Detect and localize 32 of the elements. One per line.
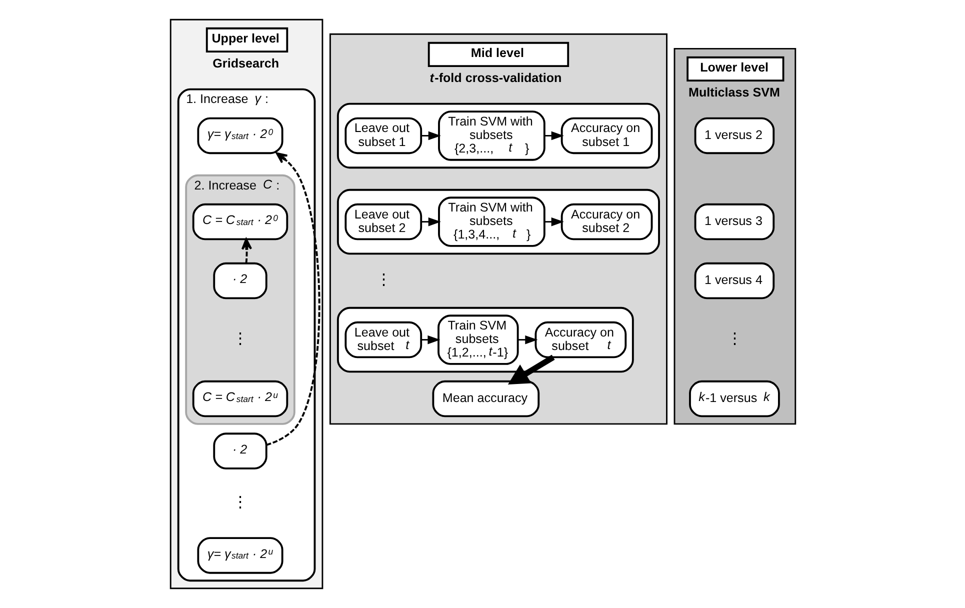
label: ⋮ [232, 330, 248, 348]
arrow [420, 217, 440, 226]
node-box: 1 versus 4 [694, 262, 774, 300]
node-box: k-1 versus k [688, 380, 780, 418]
cluster [336, 188, 660, 255]
node-box: Train SVM subsets {1,2,...,t-1} [437, 314, 518, 365]
node-box: Leave out subset t [344, 321, 422, 358]
cluster [336, 102, 660, 169]
label: ⋮ [232, 494, 248, 511]
node-box: Train SVM with subsets {1,3,4...,t} [438, 196, 545, 247]
node-box: Leave out subset 1 [344, 117, 422, 154]
arrow [420, 131, 440, 140]
node-box: 1 versus 2 [694, 117, 774, 154]
arrow [266, 152, 320, 446]
node-box: Accuracy on subset 1 [560, 117, 652, 154]
node-box: 1 versus 3 [694, 203, 774, 240]
node-box: Mean accuracy [432, 380, 540, 418]
arrow [240, 238, 252, 264]
label: ⋮ [726, 330, 742, 348]
cluster [336, 306, 634, 373]
arrow [544, 217, 564, 226]
node-box: Train SVM with subsets {2,3,...,t} [438, 110, 545, 161]
arrow [507, 354, 554, 385]
arrow [518, 335, 538, 344]
node-box: Accuracy on subset 2 [560, 203, 652, 240]
node-box: Accuracy on subset t [534, 321, 626, 358]
node-box: · 2 [212, 432, 267, 470]
node-box: Leave out subset 2 [344, 203, 422, 240]
arrow [544, 131, 564, 140]
label: ⋮ [375, 271, 390, 288]
arrow [420, 335, 440, 344]
node-box: · 2 [212, 262, 267, 300]
